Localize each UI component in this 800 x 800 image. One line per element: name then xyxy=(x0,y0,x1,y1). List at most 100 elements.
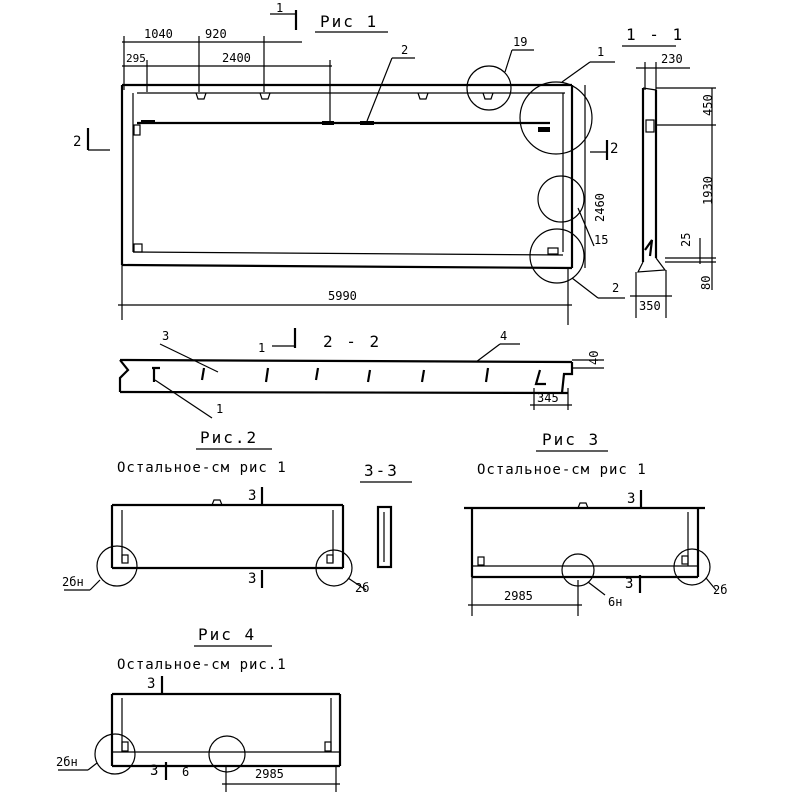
anchor-bar xyxy=(200,367,206,381)
fig2-mark-bottom: 3 xyxy=(248,571,256,587)
leader-line xyxy=(475,343,501,363)
fig3-note: Остальное-см рис 1 xyxy=(477,462,647,478)
anchor-bar xyxy=(152,366,160,382)
fig3-callout-mid: 6н xyxy=(608,595,622,609)
section-2-label-left: 2 xyxy=(73,134,81,150)
embedded-plate xyxy=(547,247,559,255)
fig4-mark-bottom: 3 xyxy=(150,763,158,779)
embedded-plate xyxy=(121,741,129,752)
leader-line xyxy=(571,277,599,299)
dim-2460: 2460 xyxy=(593,193,607,222)
section-2-2: 2 - 2 1 3 4 1 40 345 xyxy=(118,328,604,419)
detail-circle-19 xyxy=(466,65,512,111)
fig1-title: Рис 1 xyxy=(320,12,378,31)
leader-line xyxy=(705,577,717,591)
slab-bottom xyxy=(119,390,569,395)
fig2-title: Рис.2 xyxy=(200,428,258,447)
anchor-bar xyxy=(264,367,270,383)
dim-350: 350 xyxy=(639,299,661,313)
fig4-callout-mid: 6 xyxy=(182,765,189,779)
callout-1: 1 xyxy=(597,45,604,59)
fig4-dim: 2985 xyxy=(255,767,284,781)
dim-450: 450 xyxy=(701,94,715,116)
section-1-1-title: 1 - 1 xyxy=(626,25,684,44)
anchor-loop xyxy=(577,502,589,509)
fig3-title: Рис 3 xyxy=(542,430,600,449)
dim-345: 345 xyxy=(537,391,559,405)
callout-2-bottom: 2 xyxy=(612,281,619,295)
dim-1930: 1930 xyxy=(701,176,715,205)
embedded-plate xyxy=(322,121,334,125)
section-cut-label: 1 xyxy=(276,1,283,15)
dim-25: 25 xyxy=(679,233,693,247)
frame-bottom-edge xyxy=(121,263,573,270)
anchor-loop xyxy=(195,92,207,100)
section-3-3: 3-3 xyxy=(360,461,412,569)
dim-40: 40 xyxy=(587,351,601,365)
detail-circle-2b xyxy=(315,549,353,587)
dim-920: 920 xyxy=(205,27,227,41)
leader-line xyxy=(587,581,606,596)
dim-230: 230 xyxy=(661,52,683,66)
fig4-mark-top: 3 xyxy=(147,676,155,692)
anchor-loop xyxy=(482,92,494,100)
slab-top xyxy=(119,358,573,364)
leader-line xyxy=(504,49,513,73)
leader-line xyxy=(159,343,219,373)
embedded-plate xyxy=(324,741,332,752)
fig3: Рис 3 Остальное-см рис 1 3 2985 6н 3 2б xyxy=(464,430,727,616)
embedded-plate xyxy=(121,554,129,564)
frame-bottom-inner xyxy=(132,251,564,256)
leader-line xyxy=(577,207,595,247)
embedded-plate xyxy=(681,555,689,565)
profile-detail xyxy=(645,119,655,133)
section-2-2-mark: 1 xyxy=(258,341,265,355)
embedded-plate xyxy=(326,554,334,564)
fig3-mark-top: 3 xyxy=(627,491,635,507)
fig1: Рис 1 1 1040 920 295 2400 xyxy=(73,1,625,325)
slab-right-end xyxy=(560,362,574,394)
callout-19: 19 xyxy=(513,35,527,49)
section-2-label-right: 2 xyxy=(610,141,618,157)
detail-circle-2bn xyxy=(96,545,138,587)
detail-circle-6 xyxy=(208,735,246,773)
section-1-1: 1 - 1 230 450 1930 25 80 350 xyxy=(622,25,716,318)
embedded-plate xyxy=(360,121,374,125)
section-3-3-profile xyxy=(376,505,393,569)
detail-circle-2b xyxy=(673,548,711,586)
leader-line xyxy=(154,379,213,419)
embedded-plate xyxy=(477,556,485,566)
slab-left-end xyxy=(118,359,130,392)
leader-line xyxy=(347,577,367,591)
fig2-callout-left: 2бн xyxy=(62,575,84,589)
fig2-callout-right: 2б xyxy=(355,581,369,595)
dim-2400: 2400 xyxy=(222,51,251,65)
section-3-3-title: 3-3 xyxy=(364,461,399,480)
anchor-bar xyxy=(314,367,320,381)
detail-circle-15 xyxy=(537,175,585,223)
detail-circle-2bn xyxy=(94,733,136,775)
callout-3: 3 xyxy=(162,329,169,343)
leader-line xyxy=(87,762,98,771)
anchor-loop xyxy=(417,92,429,100)
callout-2-top: 2 xyxy=(401,43,408,57)
fig2-note: Остальное-см рис 1 xyxy=(117,460,287,476)
embedded-plate xyxy=(141,120,155,124)
leader-line xyxy=(561,61,591,83)
section-2-2-title: 2 - 2 xyxy=(323,332,381,351)
fig3-mark-bottom: 3 xyxy=(625,576,633,592)
embedded-plate xyxy=(133,124,141,136)
fig3-dim: 2985 xyxy=(504,589,533,603)
detail-circle-2 xyxy=(529,228,585,284)
callout-1-section22: 1 xyxy=(216,402,223,416)
anchor-bar xyxy=(534,369,546,386)
embedded-plate xyxy=(133,243,143,253)
dim-1040: 1040 xyxy=(144,27,173,41)
anchor-bar xyxy=(484,367,490,383)
anchor-loop xyxy=(259,92,271,100)
fig3-callout-right: 2б xyxy=(713,583,727,597)
fig4-callout-left: 2бн xyxy=(56,755,78,769)
embedded-plate xyxy=(538,127,550,132)
leader-line xyxy=(89,579,101,591)
